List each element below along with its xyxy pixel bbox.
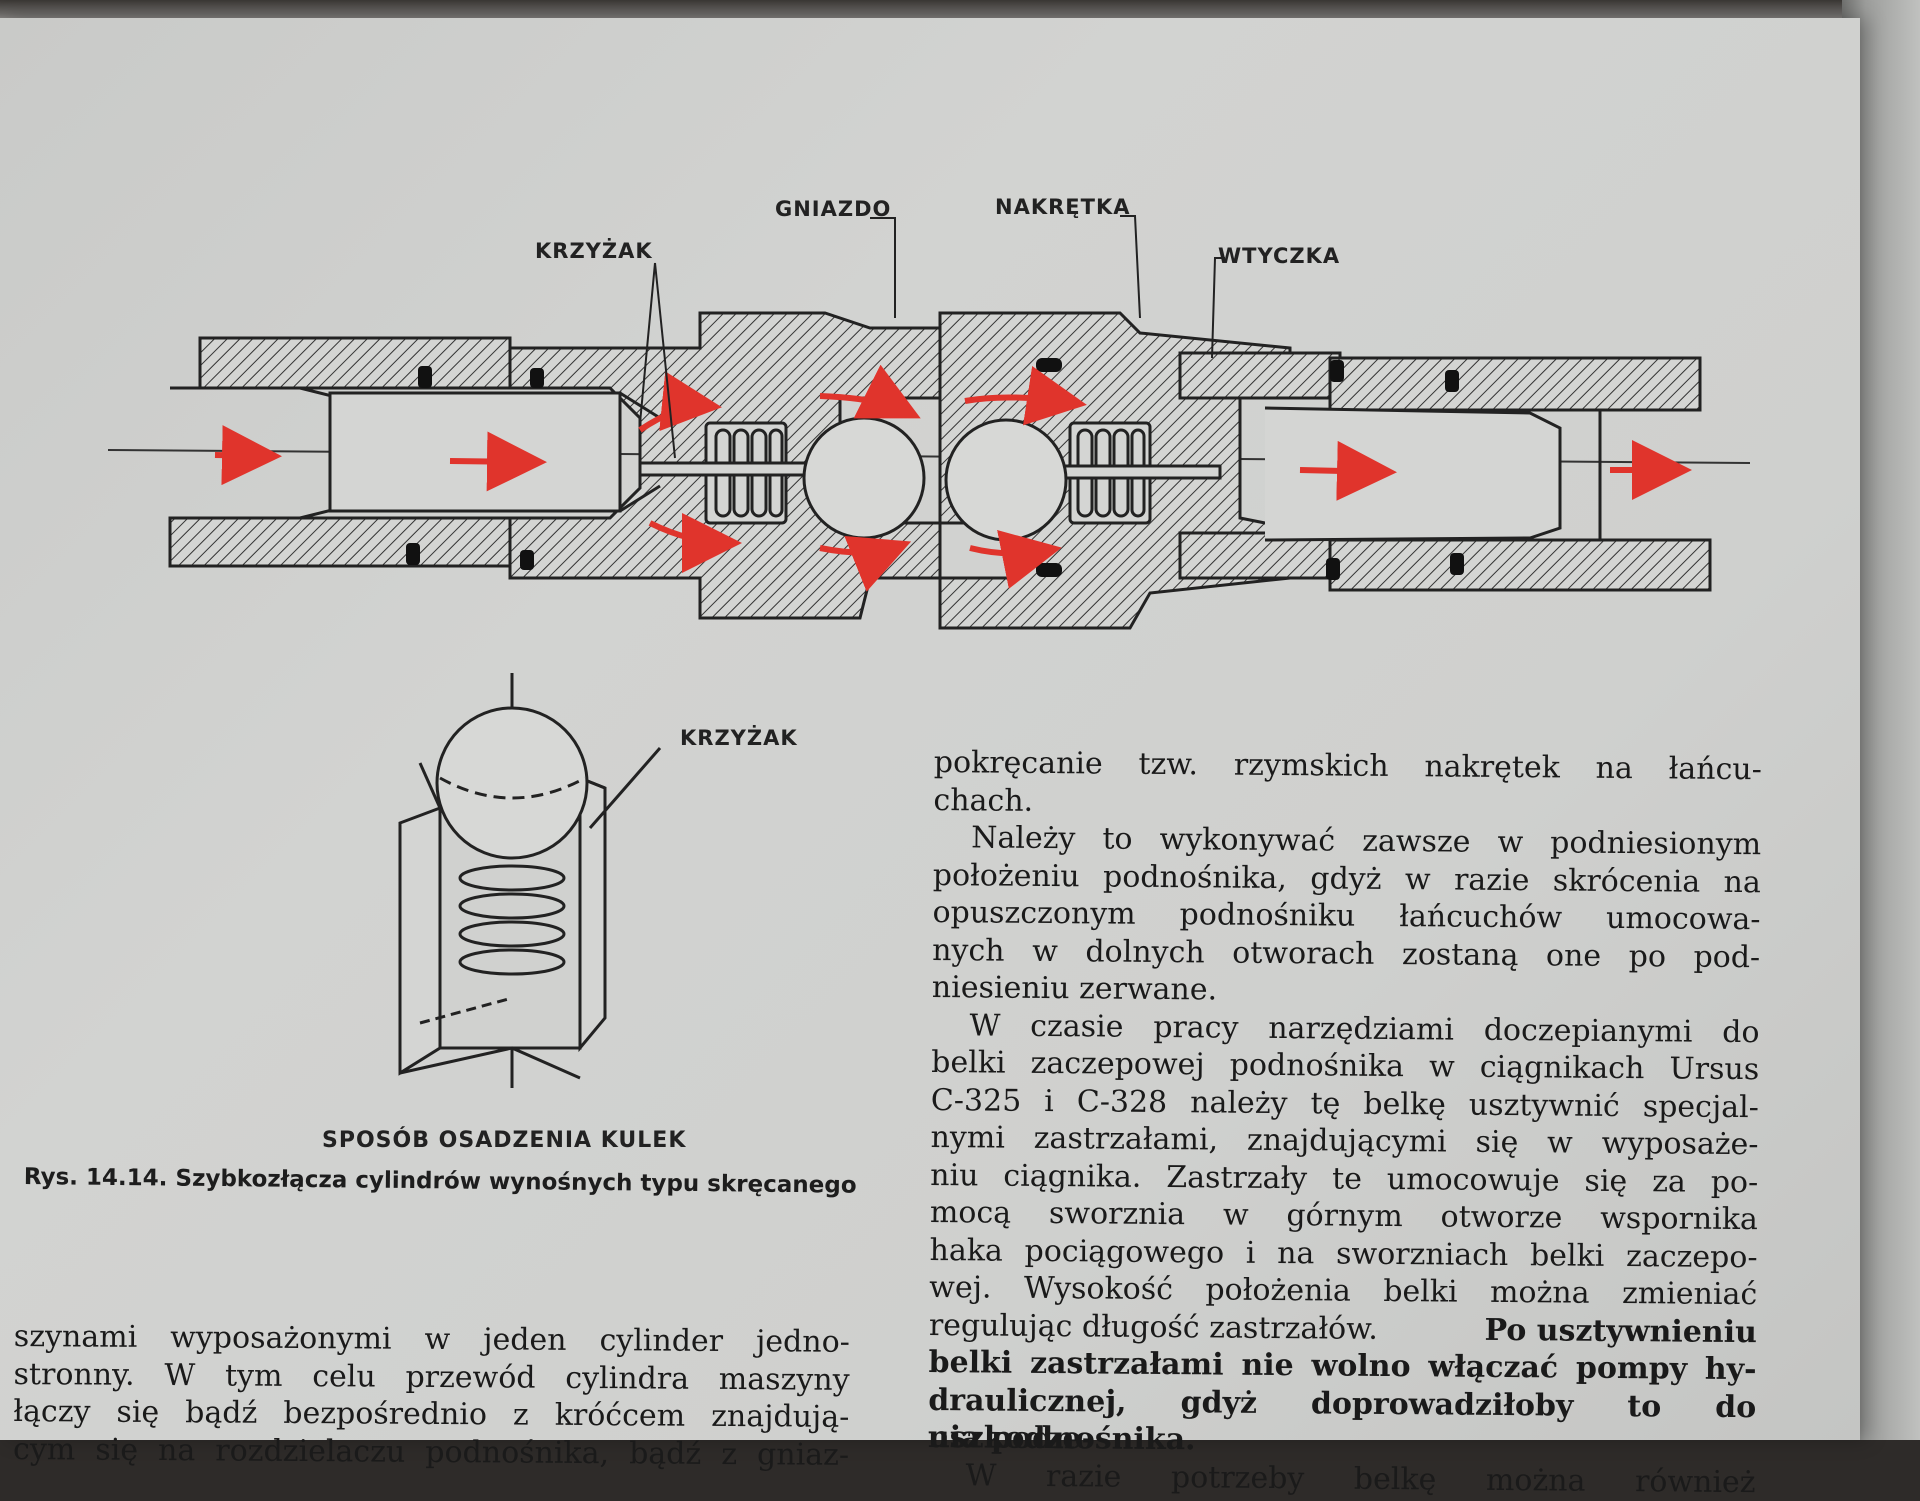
flow-arrows [214,364,1692,592]
text-line: mocą sworznia w górnym otworze wspornika [929,1194,1759,1238]
text-line-bold: belki zastrzałami nie wolno włączać pomp… [928,1344,1757,1388]
text-line-bold: nia podnośnika. [927,1419,1196,1458]
left-text-column: szynami wyposażonymi w jeden cylinder je… [13,1318,850,1474]
text-line: belki zaczepowej podnośnika w ciągnikach… [931,1044,1760,1088]
text-line: łączy się bądź bezpośrednio z króćcem zn… [13,1393,850,1435]
text-line: opuszczonym podnośniku łańcuchów umocowa… [932,894,1761,938]
text-line: cym się na rozdzielaczu podnośnika, bądź… [12,1431,850,1473]
text-line: nymi zastrzałami, znajdującymi się w wyp… [930,1119,1759,1163]
bold-warning-start: Po usztywnieniu [1484,1312,1758,1350]
text-line: Należy to wykonywać zawsze w podniesiony… [971,820,1762,863]
label-nakretka: NAKRĘTKA [995,195,1130,219]
label-gniazdo: GNIAZDO [775,197,891,221]
left-pipe [168,336,517,568]
figure-subtitle: SPOSÓB OSADZENIA KULEK [322,1128,687,1153]
text-line: niesieniu zerwane. [931,969,1218,1008]
label-krzyzak-top: KRZYŻAK [535,238,653,263]
right-pipe [1264,356,1712,592]
label-wtyczka: WTYCZKA [1218,244,1340,268]
ball-left [802,416,926,540]
book-page: GNIAZDO NAKRĘTKA KRZYŻAK WTYCZKA KRZYŻAK… [0,18,1860,1500]
text-line-part: regulując długość zastrzałów. [928,1307,1379,1347]
leader-lines [639,215,1225,459]
right-text-column: pokręcanie tzw. rzymskich nakrętek na ła… [927,744,1762,1501]
text-line: stronny. W tym celu przewód cylindra mas… [13,1356,850,1398]
text-line: szynami wyposażonymi w jeden cylinder je… [13,1319,850,1360]
text-line: pokręcanie tzw. rzymskich nakrętek na ła… [933,744,1762,788]
ball-seat-detail [398,673,662,1088]
label-krzyzak-detail: KRZYŻAK [680,725,798,750]
ball-right [944,418,1068,542]
text-line: W razie potrzeby belkę można również [965,1457,1756,1500]
coupling-diagram: GNIAZDO NAKRĘTKA KRZYŻAK WTYCZKA KRZYŻAK [107,195,1751,1088]
